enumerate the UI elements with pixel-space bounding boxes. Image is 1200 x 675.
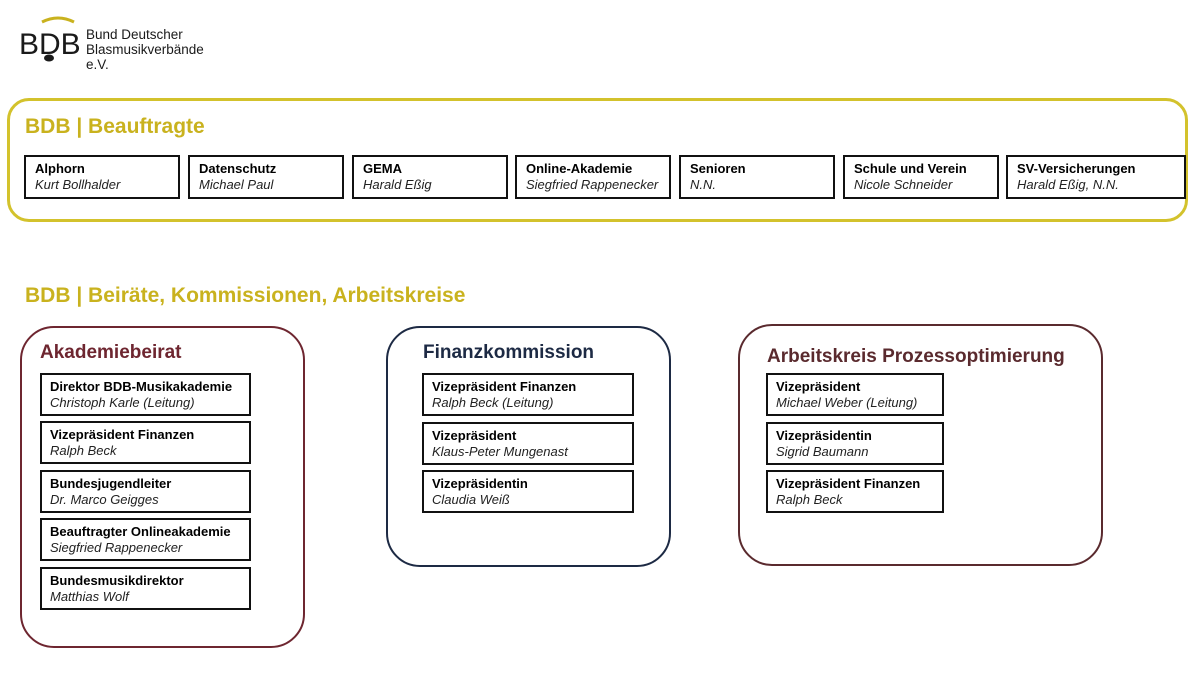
member-box: Vizepräsidentin Sigrid Baumann (766, 422, 944, 465)
role-label: Vizepräsident Finanzen (776, 476, 921, 491)
member-box: Bundesmusikdirektor Matthias Wolf (40, 567, 251, 610)
person-name: Christoph Karle (Leitung) (50, 395, 195, 410)
role-label: Direktor BDB-Musikakademie (50, 379, 233, 394)
role-label: Senioren (690, 161, 746, 176)
group-title-arbeitskreis-prozessoptimierung: Arbeitskreis Prozessoptimierung (767, 346, 1065, 367)
person-name: Harald Eßig, N.N. (1017, 177, 1119, 192)
beauftragte-frame (7, 98, 1188, 222)
person-name: N.N. (690, 177, 716, 192)
person-name: Ralph Beck (Leitung) (432, 395, 554, 410)
person-name: Sigrid Baumann (776, 444, 869, 459)
person-name: Siegfried Rappenecker (50, 540, 183, 555)
role-label: SV-Versicherungen (1017, 161, 1136, 176)
role-label: Vizepräsident (776, 379, 861, 394)
person-name: Siegfried Rappenecker (526, 177, 659, 192)
member-box: Direktor BDB-Musikakademie Christoph Kar… (40, 373, 251, 416)
member-box: Vizepräsident Klaus-Peter Mungenast (422, 422, 634, 465)
person-name: Ralph Beck (776, 492, 843, 507)
role-label: Schule und Verein (854, 161, 967, 176)
member-box: Vizepräsident Finanzen Ralph Beck (766, 470, 944, 513)
group-finanzkommission (386, 326, 671, 567)
group-arbeitskreis-prozessoptimierung (738, 324, 1103, 566)
logo-text-line2: Blasmusikverbände e.V. (86, 42, 204, 72)
person-name: Michael Weber (Leitung) (776, 395, 918, 410)
person-name: Claudia Weiß (432, 492, 510, 507)
role-label: Vizepräsident (432, 428, 517, 443)
beauftragte-title: BDB | Beauftragte (25, 115, 205, 138)
bdb-logo: BDB Bund Deutscher Blasmusikverbände e.V… (18, 16, 228, 72)
role-label: Online-Akademie (526, 161, 633, 176)
beauftragte-alphorn: Alphorn Kurt Bollhalder (24, 155, 180, 199)
person-name: Nicole Schneider (854, 177, 953, 192)
member-box: Bundesjugendleiter Dr. Marco Geigges (40, 470, 251, 513)
role-label: Vizepräsident Finanzen (50, 427, 195, 442)
bdb-logo-mark: BDB (19, 16, 81, 62)
person-name: Klaus-Peter Mungenast (432, 444, 568, 459)
person-name: Kurt Bollhalder (35, 177, 121, 192)
role-label: Vizepräsidentin (432, 476, 528, 491)
beauftragte-online-akademie: Online-Akademie Siegfried Rappenecker (515, 155, 671, 199)
person-name: Dr. Marco Geigges (50, 492, 159, 507)
beauftragte-schule-und-verein: Schule und Verein Nicole Schneider (843, 155, 999, 199)
role-label: Bundesjugendleiter (50, 476, 172, 491)
person-name: Harald Eßig (363, 177, 432, 192)
gremien-title: BDB | Beiräte, Kommissionen, Arbeitskrei… (25, 284, 466, 307)
person-name: Ralph Beck (50, 443, 117, 458)
person-name: Michael Paul (199, 177, 274, 192)
group-akademiebeirat (20, 326, 305, 648)
member-box: Vizepräsident Finanzen Ralph Beck (40, 421, 251, 464)
group-title-akademiebeirat: Akademiebeirat (40, 342, 182, 363)
beauftragte-gema: GEMA Harald Eßig (352, 155, 508, 199)
person-name: Matthias Wolf (50, 589, 129, 604)
role-label: Alphorn (35, 161, 85, 176)
logo-text-line1: Bund Deutscher (86, 27, 183, 42)
role-label: GEMA (363, 161, 402, 176)
member-box: Beauftragter Onlineakademie Siegfried Ra… (40, 518, 251, 561)
member-box: Vizepräsident Finanzen Ralph Beck (Leitu… (422, 373, 634, 416)
beauftragte-datenschutz: Datenschutz Michael Paul (188, 155, 344, 199)
role-label: Beauftragter Onlineakademie (50, 524, 231, 539)
beauftragte-senioren: Senioren N.N. (679, 155, 835, 199)
group-title-finanzkommission: Finanzkommission (423, 342, 595, 363)
beauftragte-sv-versicherungen: SV-Versicherungen Harald Eßig, N.N. (1006, 155, 1186, 199)
role-label: Vizepräsidentin (776, 428, 872, 443)
member-box: Vizepräsident Michael Weber (Leitung) (766, 373, 944, 416)
role-label: Bundesmusikdirektor (50, 573, 184, 588)
role-label: Vizepräsident Finanzen (432, 379, 577, 394)
member-box: Vizepräsidentin Claudia Weiß (422, 470, 634, 513)
role-label: Datenschutz (199, 161, 277, 176)
